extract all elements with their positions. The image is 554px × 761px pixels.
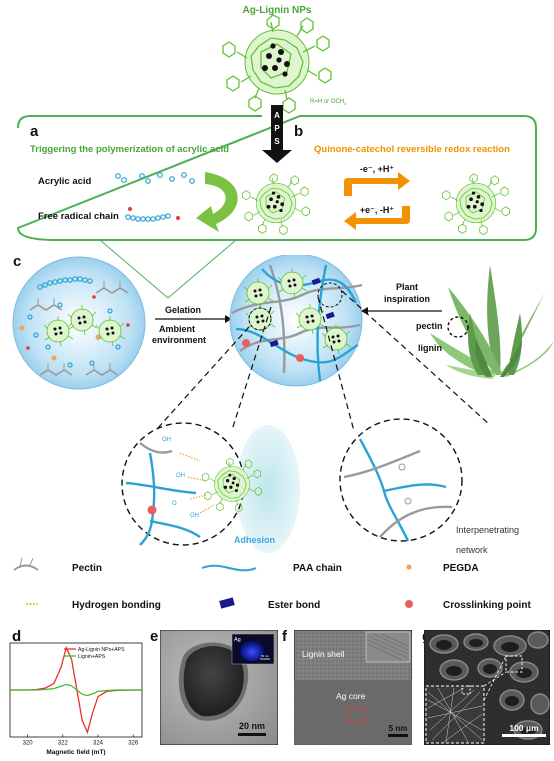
sem-zoom-inset [425,685,485,744]
legend-paa: PAA chain [201,563,342,574]
svg-text:inspiration: inspiration [384,294,430,304]
legend-crosslink: Crosslinking point [405,600,531,611]
sem-roi-box [505,655,523,673]
frame-pointer [99,239,237,299]
svg-text:+e⁻, -H⁺: +e⁻, -H⁺ [360,205,395,215]
scheme-top: Ag-Lignin NPs R=H or OCH3 A P S a Trigge… [16,5,537,299]
panel-e-letter: e [150,628,159,645]
aloe-plant-image [430,265,554,379]
legend-ester: Ester bond [219,597,320,611]
aps-arrow [271,105,283,150]
free-radical-label: Free radical chain [38,211,119,222]
svg-text:O: O [172,501,177,507]
epr-series-lignin [10,683,142,697]
panel-b-title: Quinone-catechol reversible redox reacti… [314,144,510,155]
pectin-lignin-highlight [447,316,469,338]
tem-scale-label: 20 nm [239,721,265,731]
acrylic-monomers [115,172,195,184]
panel-c: c Gelation Ambient environment [12,255,554,555]
svg-text:S: S [274,137,280,146]
epr-xtick-label: 322 [58,741,69,747]
epr-legend-green: Lignin+APS [78,654,106,660]
epr-xtick-label: 320 [23,741,34,747]
oxidation-arrow [344,172,410,196]
interpenetrating-zoom [339,418,463,542]
legend: Pectin PAA chain PEGDA Hydrogen bonding … [13,558,531,611]
svg-text:A: A [274,111,280,120]
panel-c-letter: c [13,255,21,270]
svg-text:PAA chain: PAA chain [293,563,342,574]
legend-pegda: PEGDA [406,563,479,574]
curved-green-arrow [196,172,238,232]
epr-xtick-label: 326 [128,741,139,747]
lignin-shell-label: Lignin shell [302,649,345,659]
core-roi-box [347,707,366,723]
panel-ab-frame [16,115,537,241]
svg-text:PEGDA: PEGDA [443,563,479,574]
adhesion-halo [236,425,300,553]
svg-text:environment: environment [152,335,206,345]
svg-text:Hydrogen bonding: Hydrogen bonding [72,600,161,611]
sem-scale-bar [502,734,546,737]
legend-pectin: Pectin [13,558,102,574]
np-title: Ag-Lignin NPs [243,5,312,16]
gelation-label: Gelation [165,305,201,315]
interpenetrating-label: Interpenetrating [456,525,519,535]
epr-legend-red: Ag-Lignin NPs+APS [78,647,125,653]
tem-scale-bar [238,733,266,736]
panel-a-letter: a [30,123,39,140]
panel-f-letter: f [282,628,287,645]
tem-image: Ag 50 nm 20 nm [160,630,278,745]
svg-text:Ambient: Ambient [159,324,195,334]
legend-hbond: Hydrogen bonding [26,600,161,611]
svg-text:OH: OH [162,437,171,443]
hrtem-image: Lignin shell Ag core 5 nm [294,630,412,745]
panel-a-title: Triggering the polymerization of acrylic… [30,144,229,155]
plant-label: Plant [396,282,418,292]
ag-core-label: Ag core [336,691,366,701]
svg-text:OH: OH [190,513,199,519]
np-quinone-icon [242,173,310,236]
svg-text:P: P [274,124,280,133]
hrtem-scale-label: 5 nm [389,724,408,733]
svg-text:50 nm: 50 nm [261,654,269,658]
adhesion-label: Adhesion [234,535,275,545]
hrtem-scale-bar [388,734,408,737]
svg-text:Crosslinking point: Crosslinking point [443,600,531,611]
panel-b-letter: b [294,123,303,140]
epr-chart: 320 322 324 326 Ag-Lignin NPs+APS Lignin+AP… [9,642,143,756]
svg-text:Ester bond: Ester bond [268,600,320,611]
epr-xlabel: Magnetic field (mT) [46,749,105,756]
tem-particle [183,646,244,717]
left-chain [37,276,93,290]
svg-text:pectin: pectin [416,321,443,331]
svg-text:OH: OH [176,473,185,479]
r-group-note: R=H or OCH3 [310,99,347,106]
svg-text:-e⁻, +H⁺: -e⁻, +H⁺ [360,164,395,174]
sem-scale-label: 100 μm [509,723,539,733]
np-catechol-icon [442,173,510,236]
epr-xtick-label: 324 [93,741,104,747]
radical-chain [125,213,171,222]
svg-text:lignin: lignin [418,343,442,353]
acrylic-acid-label: Acrylic acid [38,176,92,187]
svg-text:Pectin: Pectin [72,563,102,574]
eds-inset-label: Ag [234,637,241,643]
reduction-arrow [344,206,410,230]
svg-text:network: network [456,545,488,555]
sem-image: 100 μm [424,630,550,745]
panel-d-letter: d [12,628,22,645]
